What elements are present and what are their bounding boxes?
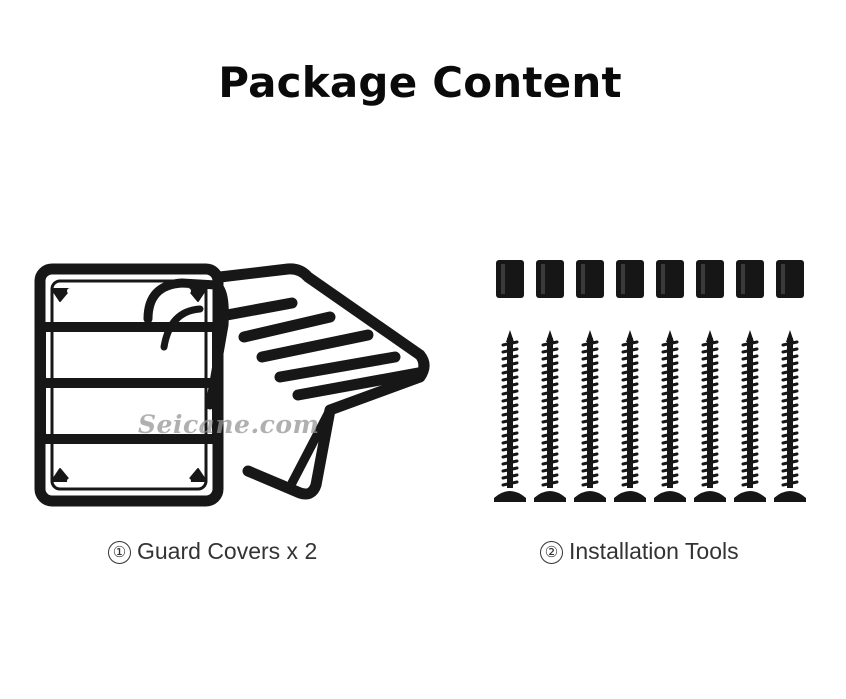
guard-covers-image — [34, 263, 430, 507]
spacer-item — [576, 260, 604, 298]
spacer-item — [656, 260, 684, 298]
screw-item — [574, 330, 606, 502]
watermark-text: Seicane.com — [138, 410, 320, 439]
screw-item — [614, 330, 646, 502]
spacer-item — [736, 260, 764, 298]
installation-tools-label: Installation Tools — [569, 538, 739, 564]
screw-item — [534, 330, 566, 502]
screw-item — [694, 330, 726, 502]
spacer-item — [776, 260, 804, 298]
guard-covers-caption: ① Guard Covers x 2 — [108, 538, 317, 565]
back-guard-cover — [143, 263, 430, 500]
item-number-2: ② — [540, 541, 563, 564]
screw-item — [734, 330, 766, 502]
spacer-item — [496, 260, 524, 298]
installation-tools-caption: ② Installation Tools — [540, 538, 739, 565]
spacer-item — [696, 260, 724, 298]
screw-item — [774, 330, 806, 502]
front-guard-cover — [34, 263, 224, 507]
installation-tools-image — [494, 260, 806, 502]
spacer-item — [616, 260, 644, 298]
screw-item — [494, 330, 526, 502]
spacer-item — [536, 260, 564, 298]
item-number-1: ① — [108, 541, 131, 564]
guard-covers-label: Guard Covers x 2 — [137, 538, 318, 564]
screw-item — [654, 330, 686, 502]
page-title: Package Content — [218, 58, 622, 107]
